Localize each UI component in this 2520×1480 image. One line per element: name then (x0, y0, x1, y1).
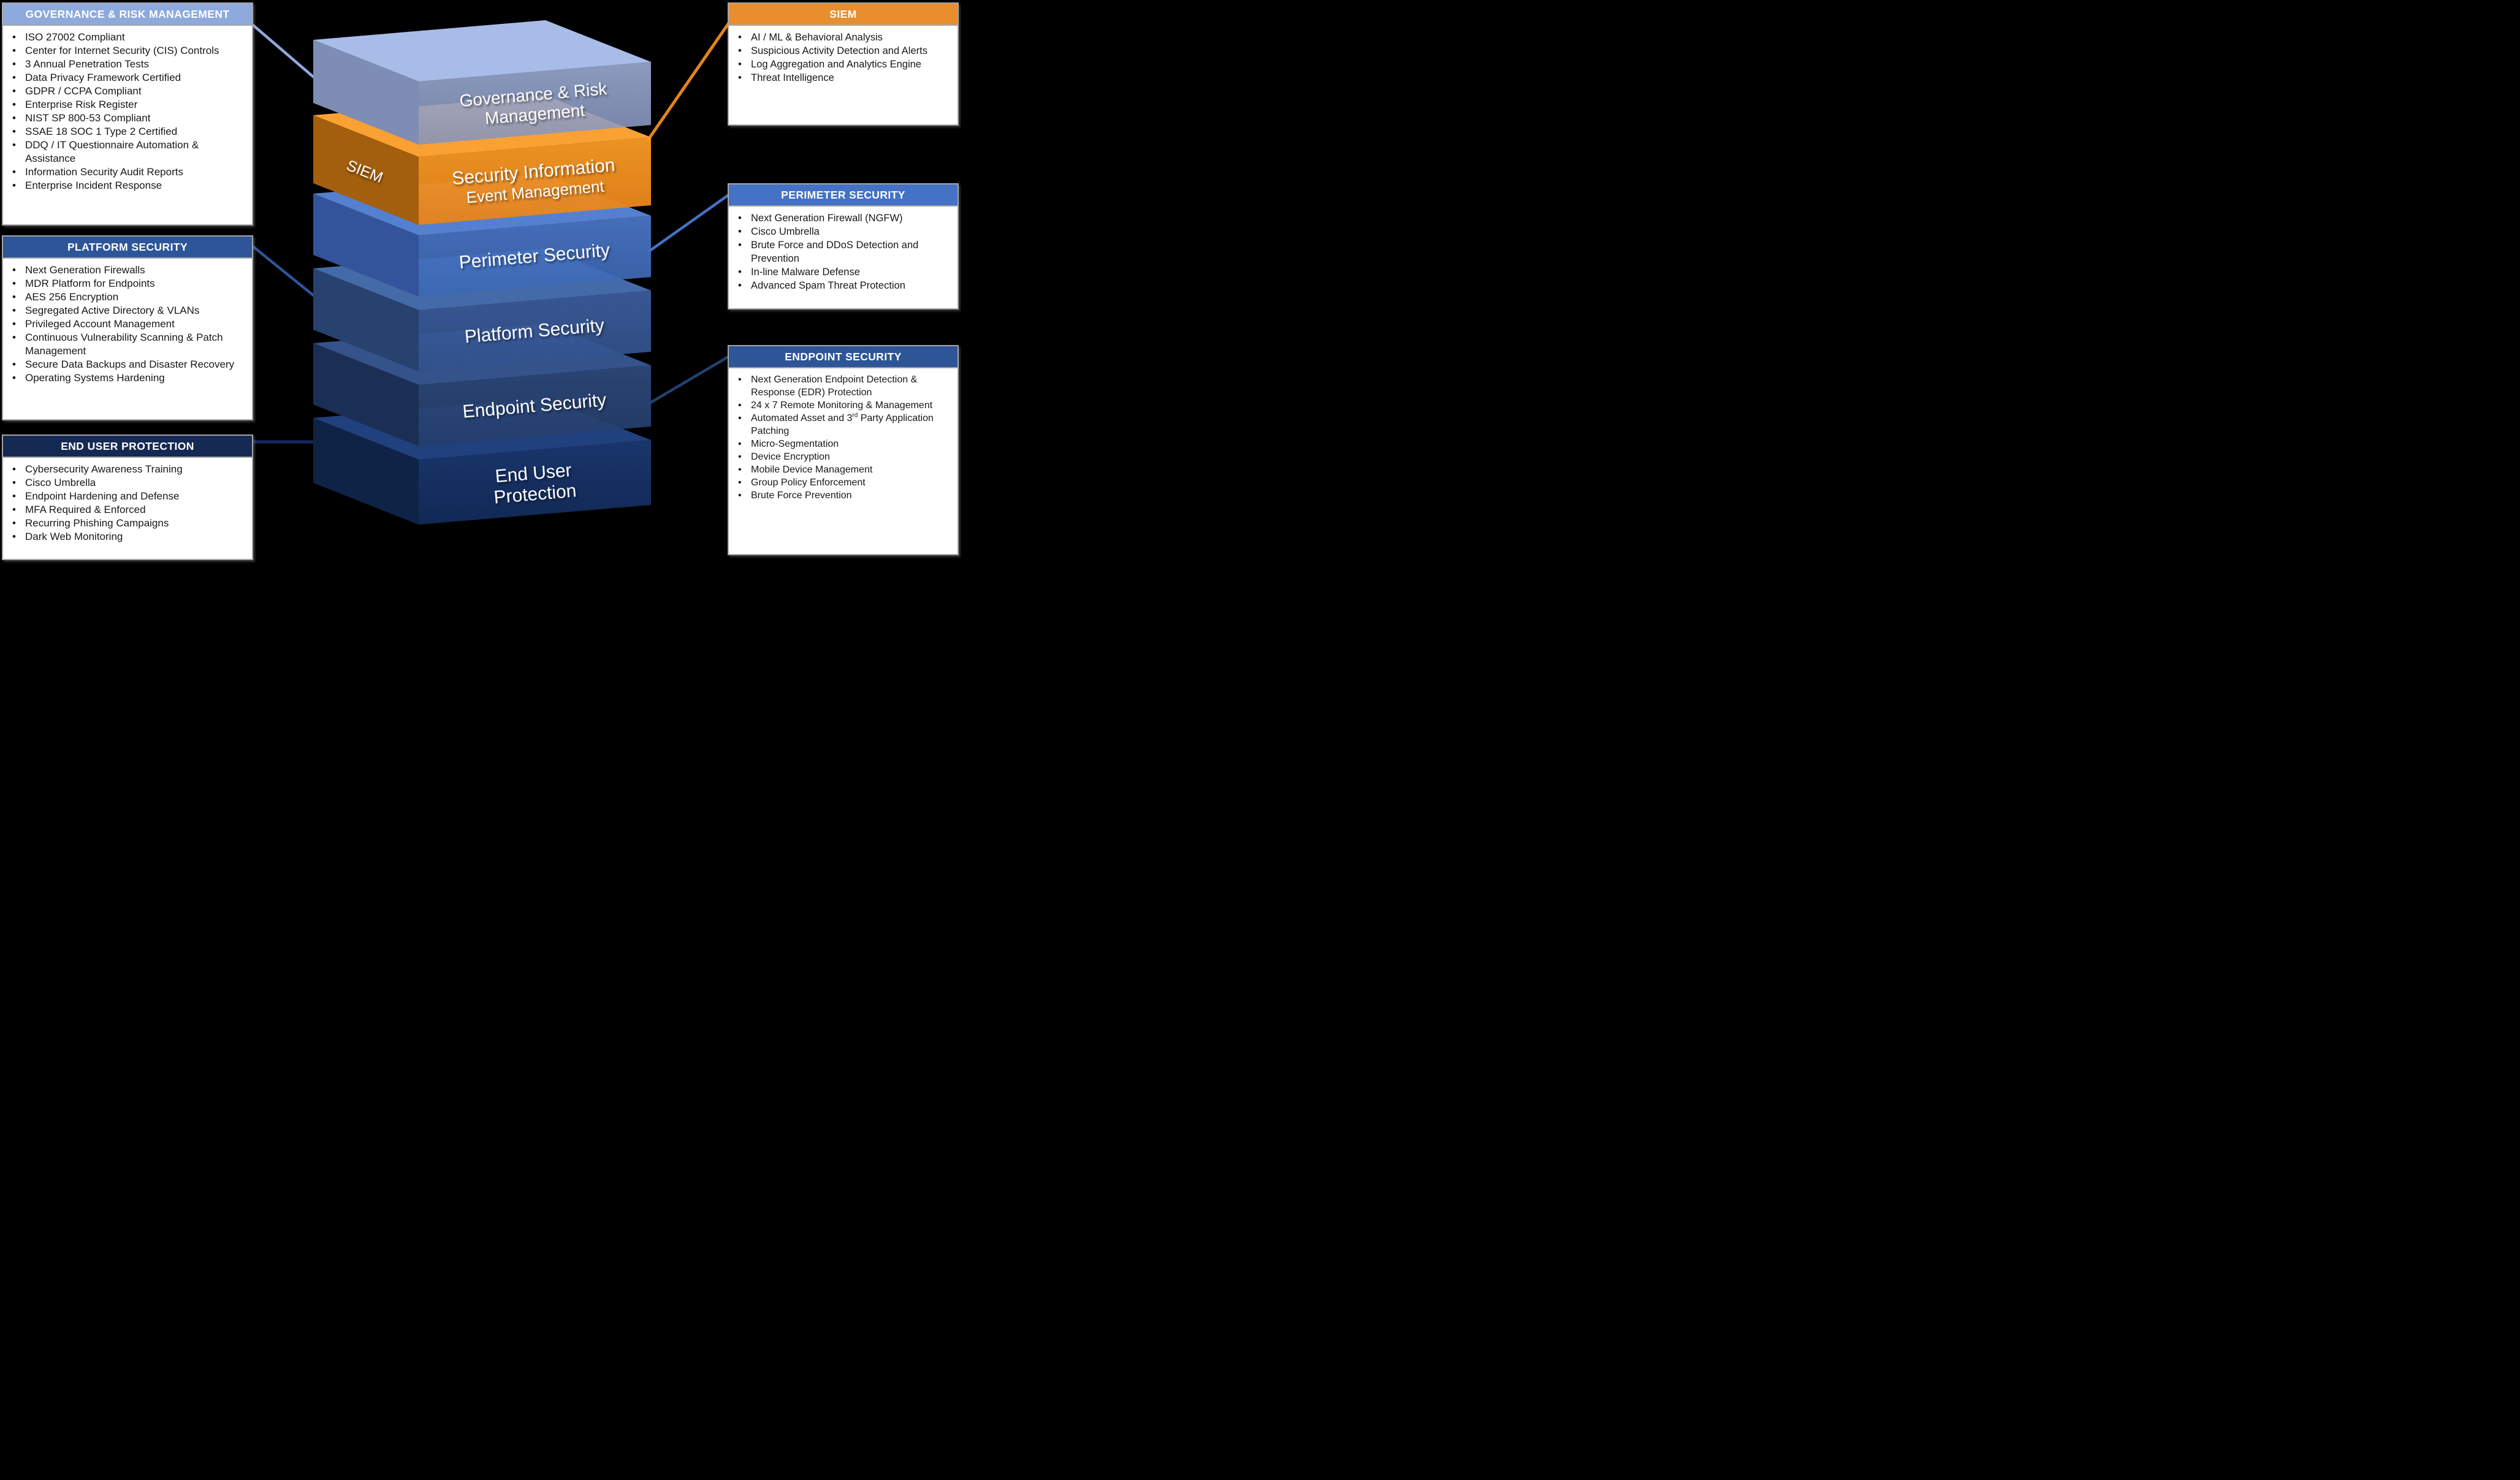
list-item: Suspicious Activity Detection and Alerts (733, 44, 946, 58)
platform-panel-list: Next Generation FirewallsMDR Platform fo… (3, 259, 252, 419)
list-item: Mobile Device Management (733, 463, 946, 476)
governance-layer-front-face (419, 62, 651, 145)
governance-risk-panel: GOVERNANCE & RISK MANAGEMENT ISO 27002 C… (2, 2, 253, 226)
list-item: Cybersecurity Awareness Training (7, 463, 241, 476)
list-item: In-line Malware Defense (733, 265, 946, 279)
siem-panel: SIEM AI / ML & Behavioral AnalysisSuspic… (728, 2, 959, 126)
end-user-layer-left-face (313, 418, 419, 525)
list-item: 24 x 7 Remote Monitoring & Management (733, 399, 946, 412)
list-item: GDPR / CCPA Compliant (7, 85, 241, 98)
governance-panel-title: GOVERNANCE & RISK MANAGEMENT (3, 4, 252, 26)
list-item: Next Generation Firewall (NGFW) (733, 211, 946, 225)
end-user-panel-title: END USER PROTECTION (3, 436, 252, 458)
list-item: Device Encryption (733, 450, 946, 463)
perimeter-layer-left-face (313, 194, 419, 297)
siem-panel-list: AI / ML & Behavioral AnalysisSuspicious … (729, 26, 957, 124)
end-user-layer-front-face (419, 440, 651, 525)
list-item: Next Generation Firewalls (7, 264, 241, 277)
endpoint-security-panel: ENDPOINT SECURITY Next Generation Endpoi… (728, 345, 959, 555)
list-item: Brute Force Prevention (733, 489, 946, 502)
platform-connector-line (247, 241, 320, 301)
list-item: Cisco Umbrella (733, 225, 946, 238)
platform-panel-title: PLATFORM SECURITY (3, 237, 252, 259)
list-item: Enterprise Incident Response (7, 179, 241, 192)
list-item: AI / ML & Behavioral Analysis (733, 31, 946, 44)
security-stack-diagram: End User Protection Endpoint Security Pl… (0, 0, 961, 564)
governance-layer-top-face (313, 20, 651, 82)
endpoint-panel-title: ENDPOINT SECURITY (729, 346, 957, 368)
superscript-text: rd (852, 412, 858, 419)
list-item: Enterprise Risk Register (7, 98, 241, 112)
platform-security-panel: PLATFORM SECURITY Next Generation Firewa… (2, 235, 253, 420)
list-item: Cisco Umbrella (7, 476, 241, 490)
platform-layer-front-face (419, 290, 651, 371)
endpoint-panel-list: Next Generation Endpoint Detection & Res… (729, 368, 957, 554)
perimeter-connector-line (646, 193, 731, 254)
endpoint-layer-left-face (313, 343, 419, 446)
list-item: Next Generation Endpoint Detection & Res… (733, 373, 946, 399)
endpoint-connector-line (646, 355, 731, 406)
list-item: Threat Intelligence (733, 71, 946, 85)
list-item: Group Policy Enforcement (733, 476, 946, 489)
end-user-protection-panel: END USER PROTECTION Cybersecurity Awaren… (2, 435, 253, 560)
governance-panel-list: ISO 27002 CompliantCenter for Internet S… (3, 26, 252, 224)
list-item: Continuous Vulnerability Scanning & Patc… (7, 331, 241, 358)
governance-layer-left-face (313, 40, 419, 145)
perimeter-layer-front-face (419, 216, 651, 297)
list-item: MDR Platform for Endpoints (7, 277, 241, 290)
perimeter-security-panel: PERIMETER SECURITY Next Generation Firew… (728, 183, 959, 309)
list-item: ISO 27002 Compliant (7, 31, 241, 44)
perimeter-panel-title: PERIMETER SECURITY (729, 184, 957, 207)
list-item: Data Privacy Framework Certified (7, 71, 241, 85)
list-item: Brute Force and DDoS Detection and Preve… (733, 238, 946, 265)
list-item: AES 256 Encryption (7, 290, 241, 304)
list-item: Advanced Spam Threat Protection (733, 279, 946, 292)
siem-layer-left-face (313, 115, 419, 225)
list-item: Dark Web Monitoring (7, 530, 241, 544)
list-item: 3 Annual Penetration Tests (7, 58, 241, 71)
list-item: Secure Data Backups and Disaster Recover… (7, 358, 241, 371)
list-item: Micro-Segmentation (733, 438, 946, 450)
list-item: SSAE 18 SOC 1 Type 2 Certified (7, 125, 241, 139)
list-item: Endpoint Hardening and Defense (7, 490, 241, 503)
siem-panel-title: SIEM (729, 4, 957, 26)
list-item: Center for Internet Security (CIS) Contr… (7, 44, 241, 58)
list-item: DDQ / IT Questionnaire Automation & Assi… (7, 139, 241, 165)
list-item: Operating Systems Hardening (7, 371, 241, 385)
list-item: Recurring Phishing Campaigns (7, 517, 241, 530)
list-item: Information Security Audit Reports (7, 165, 241, 179)
stack-and-connectors-canvas: End User Protection Endpoint Security Pl… (244, 17, 731, 525)
siem-connector-line (645, 21, 731, 142)
list-item: Privileged Account Management (7, 317, 241, 331)
list-item: MFA Required & Enforced (7, 503, 241, 517)
list-item: Segregated Active Directory & VLANs (7, 304, 241, 317)
list-item: Automated Asset and 3rd Party Applicatio… (733, 412, 946, 438)
platform-layer-left-face (313, 268, 419, 371)
end-user-panel-list: Cybersecurity Awareness TrainingCisco Um… (3, 458, 252, 559)
perimeter-panel-list: Next Generation Firewall (NGFW)Cisco Umb… (729, 207, 957, 308)
siem-layer-front-face (419, 137, 651, 225)
list-item: Log Aggregation and Analytics Engine (733, 58, 946, 71)
list-item: NIST SP 800-53 Compliant (7, 112, 241, 125)
endpoint-layer-front-face (419, 365, 651, 446)
governance-risk-layer: Governance & Risk Management (313, 20, 651, 145)
governance-connector-line (244, 17, 320, 83)
